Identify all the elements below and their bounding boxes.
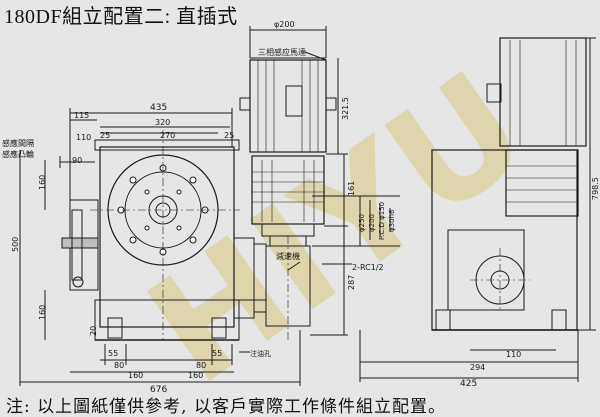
dim-160d: 160 [188, 371, 203, 380]
side-view [359, 37, 596, 382]
label-oil-plug: 注油孔 [250, 349, 271, 358]
dim-160b: 160 [38, 305, 47, 320]
dim-shaft-30: φ30h6 [388, 209, 396, 232]
dim-160c: 160 [128, 371, 143, 380]
dim-90: 90 [72, 156, 82, 165]
front-view [19, 108, 301, 386]
dim-160a: 160 [38, 175, 47, 190]
motor-reducer-view [239, 26, 400, 353]
dim-55b: 55 [212, 349, 222, 358]
dim-55a: 55 [108, 349, 118, 358]
dim-110: 110 [76, 133, 91, 142]
indexer-housing [99, 146, 235, 328]
dim-flange-250: φ250 [358, 214, 366, 232]
label-sensor-gap: 感應間隔 [2, 138, 34, 148]
dim-798-5: 798.5 [591, 177, 600, 200]
dim-270: 270 [160, 131, 175, 140]
dim-25a: 25 [100, 131, 110, 140]
dim-321-5: 321.5 [341, 97, 350, 120]
label-drain: 2-RC1/2 [352, 263, 384, 272]
motor-terminal-box [285, 85, 303, 117]
indexer-top-flange [94, 139, 240, 151]
dim-320: 320 [155, 118, 170, 127]
dim-side-110: 110 [506, 350, 521, 359]
dim-motor-d200: φ200 [274, 20, 295, 29]
dim-80a: 80 [114, 361, 124, 370]
dim-161: 161 [347, 181, 356, 196]
dim-25b: 25 [224, 131, 234, 140]
sensor-cam [61, 237, 99, 249]
dim-pcd-150: P.C.D φ150 [378, 202, 386, 240]
dim-115: 115 [74, 111, 89, 120]
dim-435: 435 [150, 103, 167, 113]
label-motor: 三相感应馬達 [258, 47, 306, 57]
dim-294: 294 [470, 363, 485, 372]
dim-287: 287 [347, 275, 356, 290]
dim-flange-200: φ200 [368, 214, 376, 232]
dim-80b: 80 [196, 361, 206, 370]
footnote: 注: 以上圖紙僅供參考, 以客戶實際工作條件組立配置。 [6, 397, 446, 417]
label-reducer: 減速機 [276, 251, 300, 261]
dim-676: 676 [150, 385, 167, 395]
dim-20: 20 [89, 326, 98, 336]
dim-425: 425 [460, 379, 477, 389]
dim-500: 500 [11, 237, 20, 252]
side-motor-body [499, 37, 587, 147]
drawing-title: 180DF組立配置二: 直插式 [4, 6, 238, 28]
label-sensor-cam: 感應凸輪 [2, 149, 34, 159]
